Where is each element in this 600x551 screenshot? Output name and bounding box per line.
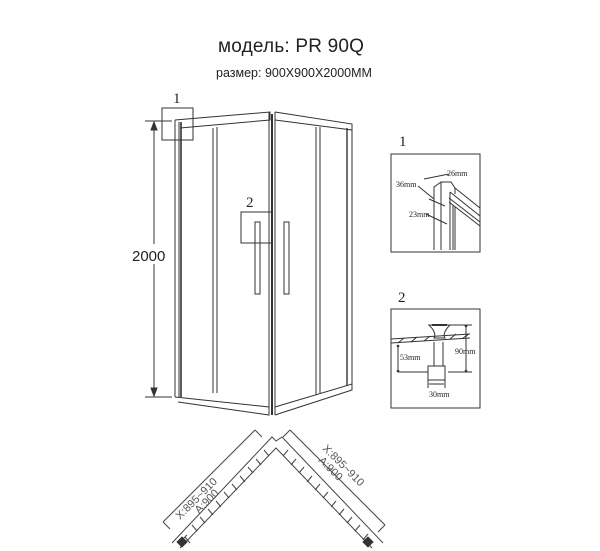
callout-label-2: 2 — [246, 195, 254, 211]
detail-1-frame — [390, 153, 481, 253]
size-subtitle: размер: 900X900X2000MM — [216, 66, 372, 80]
detail-1-dim-side: 36mm — [396, 180, 417, 189]
detail-2-dim-width: 30mm — [429, 390, 450, 399]
model-title: модель: PR 90Q — [218, 36, 365, 57]
callout-box-2 — [240, 211, 273, 244]
detail-2-label: 2 — [398, 290, 406, 306]
detail-2-arrows — [396, 324, 468, 373]
height-label: 2000 — [132, 248, 165, 265]
door-handle-left — [254, 221, 261, 295]
detail-1-dim-vertical: 23mm — [409, 210, 430, 219]
detail-2-dim-total: 90mm — [455, 347, 476, 356]
door-handle-right — [283, 221, 290, 295]
detail-1-dim-top: 26mm — [447, 169, 468, 178]
callout-box-1 — [161, 107, 194, 141]
height-label-bg — [130, 244, 170, 264]
detail-2-dim-height: 53mm — [400, 353, 421, 362]
plan-view — [162, 429, 386, 549]
shower-enclosure-elevation — [161, 107, 353, 416]
detail-2-frame — [390, 308, 481, 409]
callout-label-1: 1 — [173, 91, 181, 107]
plan-view-door-rollers — [176, 536, 374, 548]
detail-1-label: 1 — [399, 134, 407, 150]
